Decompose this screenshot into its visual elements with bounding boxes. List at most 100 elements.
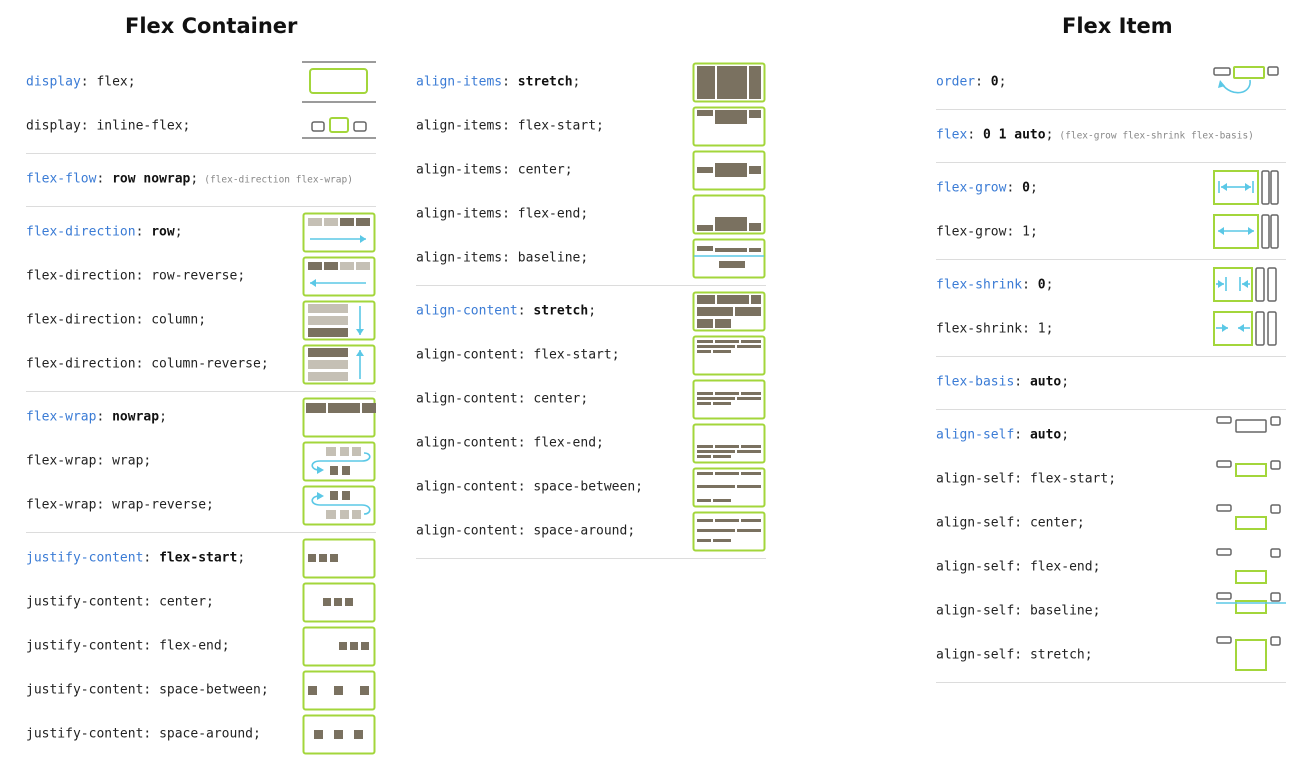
align-content-stretch-icon: [692, 291, 766, 332]
property-row: flex-basis: auto;: [936, 360, 1286, 404]
property-name: align-self: [936, 647, 1015, 663]
section-divider: [26, 152, 376, 154]
property-row: align-content: space-between;: [416, 465, 766, 509]
css-declaration: align-content: space-between;: [416, 479, 643, 495]
css-declaration: align-self: auto;: [936, 427, 1070, 443]
section-divider: [26, 205, 376, 207]
align-items-flex-end-icon: [692, 194, 766, 235]
align-content-space-between-icon: [692, 467, 766, 508]
align-self-stretch-icon: [1216, 635, 1286, 675]
property-row: flex-shrink: 1;: [936, 307, 1286, 351]
property-value: nowrap: [112, 409, 160, 425]
property-value: space-between: [533, 479, 636, 495]
property-value: stretch: [1029, 647, 1085, 663]
property-name: display: [26, 118, 81, 134]
property-value: center: [159, 594, 207, 610]
property-name: flex-direction: [26, 268, 136, 284]
css-declaration: justify-content: center;: [26, 594, 214, 610]
property-row: align-self: stretch;: [936, 633, 1286, 677]
flex-shrink-0-icon: [1212, 265, 1286, 305]
css-declaration: flex-direction: row-reverse;: [26, 268, 246, 284]
property-row: align-self: auto;: [936, 413, 1286, 457]
property-name: flex-flow: [26, 171, 97, 187]
css-declaration: justify-content: flex-start;: [26, 550, 246, 566]
property-row: display: flex;: [26, 60, 376, 104]
css-declaration: align-items: flex-start;: [416, 118, 604, 134]
wrap-nowrap-icon: [302, 397, 376, 438]
section-divider: [26, 531, 376, 533]
css-declaration: align-content: space-around;: [416, 523, 636, 539]
property-row: flex-direction: row;: [26, 210, 376, 254]
property-value: flex: [96, 74, 128, 90]
property-row: justify-content: flex-start;: [26, 536, 376, 580]
property-value: auto: [1029, 374, 1062, 390]
property-value: row nowrap: [112, 171, 191, 187]
property-value: flex-end: [533, 435, 597, 451]
css-declaration: align-self: stretch;: [936, 647, 1093, 663]
css-declaration: flex: 0 1 auto;(flex-grow flex-shrink fl…: [936, 127, 1254, 143]
section-divider: [936, 161, 1286, 163]
flex-item-heading: Flex Item: [1062, 14, 1173, 38]
property-row: align-self: baseline;: [936, 589, 1286, 633]
property-value: 1: [1022, 224, 1030, 240]
property-value: baseline: [517, 250, 581, 266]
property-value: flex-start: [159, 550, 238, 566]
property-row: align-items: stretch;: [416, 60, 766, 104]
property-row: align-content: flex-start;: [416, 333, 766, 377]
property-value: flex-end: [159, 638, 222, 654]
property-name: align-content: [416, 479, 518, 495]
property-value: space-around: [159, 726, 253, 742]
direction-column-icon: [302, 300, 376, 341]
align-items-flex-start-icon: [692, 106, 766, 147]
property-name: flex-direction: [26, 224, 136, 240]
property-value: column: [151, 312, 199, 328]
property-name: flex-grow: [936, 180, 1007, 196]
property-value: 0: [990, 74, 999, 90]
property-name: align-items: [416, 250, 503, 266]
property-name: align-self: [936, 471, 1015, 487]
property-value: flex-start: [517, 118, 597, 134]
css-declaration: flex-wrap: wrap;: [26, 453, 152, 469]
property-row: align-content: flex-end;: [416, 421, 766, 465]
align-content-space-around-icon: [692, 511, 766, 552]
css-declaration: flex-direction: column;: [26, 312, 207, 328]
css-declaration: align-items: flex-end;: [416, 206, 589, 222]
property-name: order: [936, 74, 976, 90]
section-divider: [936, 408, 1286, 410]
flex-shrink-1-icon: [1212, 309, 1286, 349]
property-name: flex-direction: [26, 312, 136, 328]
flex-grow-0-icon: [1212, 168, 1286, 208]
css-declaration: flex-grow: 1;: [936, 224, 1038, 240]
justify-space-around-icon: [302, 714, 376, 755]
align-items-center-icon: [692, 150, 766, 191]
align-content-flex-end-icon: [692, 423, 766, 464]
align-self-baseline-icon: [1216, 591, 1286, 631]
section-divider: [416, 557, 766, 559]
property-value: center: [533, 391, 581, 407]
shorthand-note: (flex-grow flex-shrink flex-basis): [1059, 130, 1254, 142]
flex-container-heading: Flex Container: [125, 14, 298, 38]
property-row: align-items: baseline;: [416, 236, 766, 280]
section-divider: [936, 108, 1286, 110]
css-declaration: align-self: flex-end;: [936, 559, 1101, 575]
property-value: baseline: [1029, 603, 1093, 619]
property-value: flex-start: [533, 347, 612, 363]
property-name: align-content: [416, 391, 518, 407]
css-declaration: align-content: center;: [416, 391, 589, 407]
property-name: flex-wrap: [26, 409, 97, 425]
property-name: justify-content: [26, 638, 144, 654]
direction-row-icon: [302, 212, 376, 253]
property-value: stretch: [517, 74, 573, 90]
property-row: justify-content: center;: [26, 580, 376, 624]
property-row: flex-wrap: wrap;: [26, 439, 376, 483]
property-value: space-between: [159, 682, 261, 698]
align-items-baseline-icon: [692, 238, 766, 279]
section-divider: [26, 390, 376, 392]
property-row: justify-content: space-between;: [26, 668, 376, 712]
direction-row-reverse-icon: [302, 256, 376, 297]
wrap-reverse-icon: [302, 485, 376, 526]
css-declaration: flex-wrap: nowrap;: [26, 409, 167, 425]
property-value: flex-end: [1029, 559, 1093, 575]
property-value: center: [1029, 515, 1077, 531]
property-name: flex: [936, 127, 968, 143]
